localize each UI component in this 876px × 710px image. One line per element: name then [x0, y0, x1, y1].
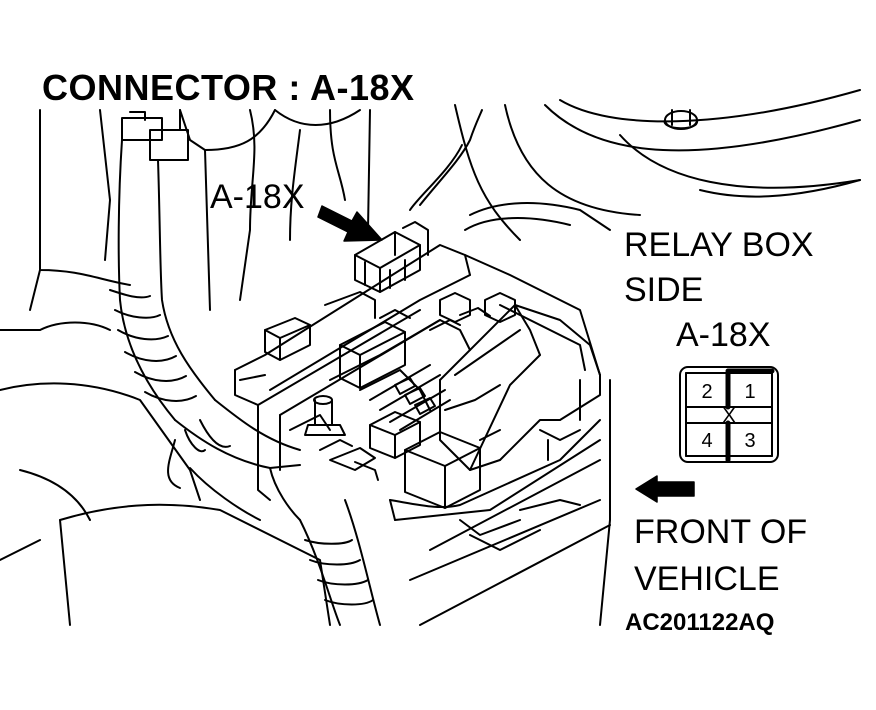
front-relays [319, 411, 481, 509]
bolt-stud [304, 395, 346, 436]
relay-box-side-line1: RELAY BOX [624, 226, 814, 264]
connector-callout-label: A-18X [210, 178, 305, 216]
right-panel [579, 379, 611, 626]
pin-4-label: 4 [701, 430, 712, 452]
wiring-harness [109, 139, 301, 521]
a18x-connector [354, 221, 429, 293]
lower-left-component [0, 321, 331, 626]
relay-box-side-line2: SIDE [624, 271, 704, 309]
lower-harness [299, 499, 381, 626]
relay-box-housing [234, 244, 611, 626]
front-of-vehicle-line1: FRONT OF [634, 513, 808, 551]
hose [409, 109, 611, 231]
pin-3-label: 3 [744, 430, 755, 452]
connector-face-name: A-18X [676, 316, 771, 354]
harness-clip [121, 109, 189, 161]
pin-1-label: 1 [744, 381, 755, 403]
front-of-vehicle-line2: VEHICLE [634, 560, 780, 598]
figure-code: AC201122AQ [625, 609, 775, 636]
front-direction-arrow-icon [635, 475, 695, 503]
diagram-title: CONNECTOR : A-18X [42, 67, 415, 108]
callout-arrow-icon [317, 205, 383, 242]
center-mark-label: X [722, 405, 735, 427]
relay-blocks [264, 291, 516, 431]
pin-2-label: 2 [701, 381, 712, 403]
connector-face [679, 366, 779, 463]
large-relay-cover [439, 304, 601, 471]
round-component [454, 89, 861, 241]
left-bracket [29, 109, 371, 311]
